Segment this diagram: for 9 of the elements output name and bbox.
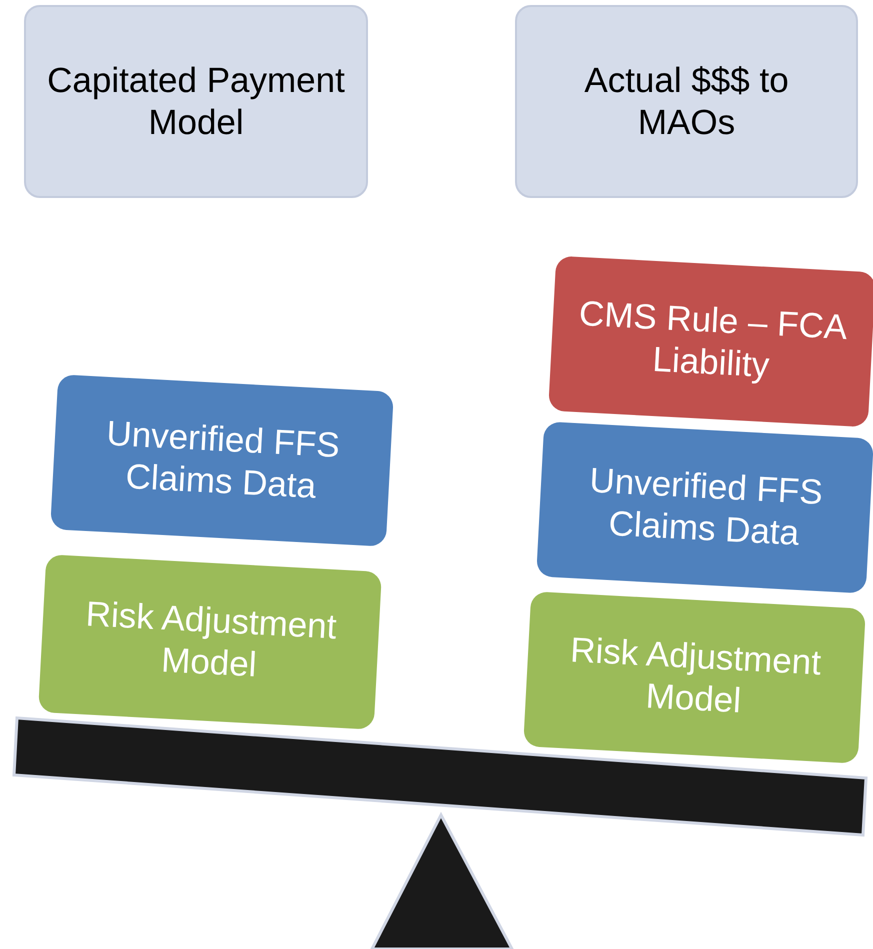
block-label: Unverified FFS Claims Data	[588, 459, 825, 554]
block-label: CMS Rule – FCA Liability	[577, 292, 850, 386]
block-label: Capitated Payment Model	[46, 60, 346, 144]
label-box	[515, 5, 858, 198]
label-box	[24, 5, 368, 198]
block-label: Risk Adjustment Model	[84, 594, 338, 686]
block-label: Actual $$$ to MAOs	[583, 60, 790, 144]
block-label: Risk Adjustment Model	[568, 629, 823, 722]
block-label: Unverified FFS Claims Data	[104, 412, 342, 508]
